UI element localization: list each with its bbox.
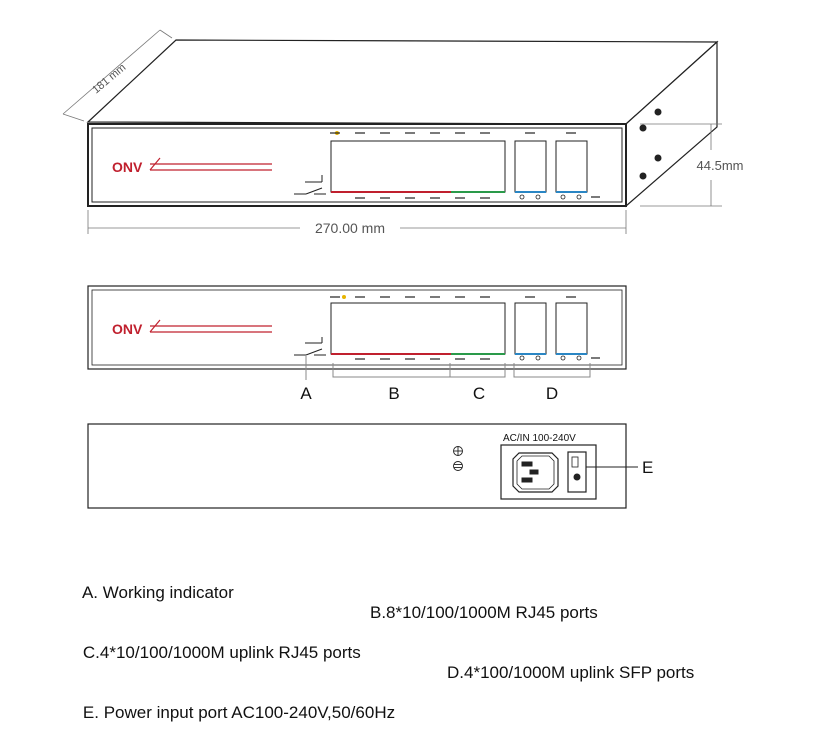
- height-dimension-label: 44.5mm: [697, 158, 744, 173]
- front-panel-inner: [91, 127, 623, 203]
- side-screws: [639, 108, 662, 180]
- ground-icon: [453, 446, 463, 471]
- power-module: [500, 444, 597, 500]
- sfp-slot: [555, 302, 588, 355]
- indicator-symbol: [294, 175, 326, 195]
- front-panel-inner: [91, 289, 623, 366]
- callout-c: C: [473, 384, 485, 403]
- legend-row-2: C.4*10/100/1000M uplink RJ45 ports D.4*1…: [64, 623, 694, 682]
- power-rating-label: AC/IN 100-240V: [503, 433, 576, 444]
- legend-item-e: E. Power input port AC100-240V,50/60Hz: [82, 703, 396, 722]
- callout-d: D: [546, 384, 558, 403]
- callout-e: E: [642, 458, 653, 477]
- screw-icon: [654, 154, 662, 162]
- power-socket-icon: [512, 452, 559, 493]
- sfp-slot: [514, 302, 547, 355]
- legend-row-3: E. Power input port AC100-240V,50/60Hz: [64, 683, 395, 722]
- legend: A. Working indicator B.8*10/100/1000M RJ…: [64, 523, 694, 723]
- isometric-view: [86, 39, 719, 208]
- rear-view: AC/IN 100-240V E: [87, 423, 653, 509]
- legend-item-b: B.8*10/100/1000M RJ45 ports: [370, 603, 598, 622]
- width-dimension-label: 270.00 mm: [315, 220, 385, 236]
- iso-front-panel: ONV: [112, 131, 600, 200]
- callout-a: A: [300, 384, 312, 403]
- indicator-symbol: [294, 337, 326, 356]
- brand-logo: ONV: [112, 321, 143, 337]
- indicator-led: [342, 295, 346, 299]
- dimension-lines: [62, 29, 722, 234]
- screw-icon: [639, 172, 647, 180]
- callout-brackets: [305, 356, 591, 380]
- rj45-led-marks: [330, 132, 490, 199]
- sfp-led-icons: [519, 355, 582, 361]
- legend-item-d: D.4*100/1000M uplink SFP ports: [447, 663, 695, 682]
- sfp-led-icons: [519, 194, 582, 200]
- front-panel-outer: [87, 285, 627, 370]
- rear-panel: [87, 423, 627, 509]
- brand-logo: ONV: [112, 159, 143, 175]
- rj45-block: [330, 302, 506, 355]
- screw-icon: [639, 124, 647, 132]
- brand-logo-swoosh: [149, 319, 272, 333]
- front-view: ONV: [87, 285, 627, 403]
- rj45-led-marks: [330, 296, 490, 360]
- chassis-front-face: [87, 123, 627, 207]
- chassis-top-face: [86, 39, 719, 125]
- legend-item-c: C.4*10/100/1000M uplink RJ45 ports: [82, 643, 361, 662]
- power-switch-icon: [567, 451, 587, 493]
- switch-diagram: 181 mm 270.00 mm 44.5mm ONV: [62, 29, 744, 509]
- legend-item-a: A. Working indicator: [81, 583, 234, 602]
- screw-icon: [654, 108, 662, 116]
- brand-logo-swoosh: [149, 157, 272, 171]
- legend-row-1: A. Working indicator B.8*10/100/1000M RJ…: [64, 563, 598, 622]
- callout-b: B: [388, 384, 399, 403]
